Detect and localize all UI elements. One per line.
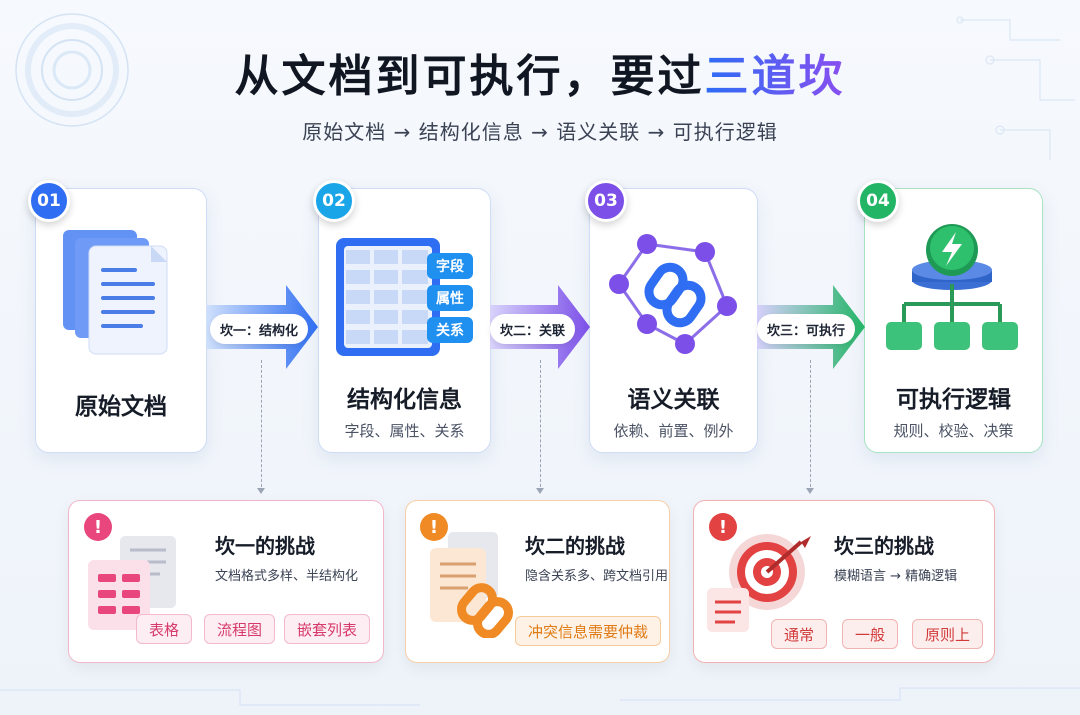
challenge-title-1: 坎一的挑战 <box>215 534 315 558</box>
step-desc-2: 字段、属性、关系 <box>344 422 465 440</box>
step-name-4: 可执行逻辑 <box>896 387 1011 413</box>
page-title: 从文档到可执行，要过三道坎 <box>234 51 846 102</box>
connector-2 <box>536 360 544 494</box>
warning-icon: ! <box>420 513 448 541</box>
chip-flowchart: 流程图 <box>204 614 276 644</box>
title-highlight: 三道坎 <box>704 51 846 102</box>
connector-1 <box>257 360 265 494</box>
challenge-desc-1: 文档格式多样、半结构化 <box>215 569 359 584</box>
tag-field: 字段 <box>427 253 473 279</box>
chip-generally: 一般 <box>842 619 899 649</box>
step-desc-4: 规则、校验、决策 <box>893 422 1014 440</box>
step-badge-3: 03 <box>585 180 627 222</box>
chip-in-principle: 原则上 <box>912 619 984 649</box>
tag-relation: 关系 <box>427 317 473 343</box>
chip-conflict-arbitration: 冲突信息需要仲裁 <box>515 616 662 646</box>
chip-usually: 通常 <box>771 619 828 649</box>
connector-3 <box>806 360 814 494</box>
chip-nested-list: 嵌套列表 <box>284 614 371 644</box>
tag-attribute: 属性 <box>427 285 473 311</box>
step-name-3: 语义关联 <box>627 387 720 413</box>
page-subtitle: 原始文档 → 结构化信息 → 语义关联 → 可执行逻辑 <box>302 120 778 144</box>
step-badge-1: 01 <box>28 180 70 222</box>
step-name-1: 原始文档 <box>75 394 167 420</box>
step-desc-3: 依赖、前置、例外 <box>613 422 734 440</box>
challenge-title-3: 坎三的挑战 <box>834 534 934 558</box>
challenge-desc-2: 隐含关系多、跨文档引用 <box>525 569 669 584</box>
arrow-label-1: 坎一：结构化 <box>210 314 309 344</box>
arrow-label-3: 坎三：可执行 <box>757 314 856 344</box>
challenge-desc-3: 模糊语言 → 精确逻辑 <box>834 569 958 584</box>
step-badge-4: 04 <box>857 180 899 222</box>
warning-icon: ! <box>84 513 112 541</box>
step-badge-2: 02 <box>313 180 355 222</box>
chip-table: 表格 <box>136 614 193 644</box>
warning-icon: ! <box>709 513 737 541</box>
step-name-2: 结构化信息 <box>347 387 462 413</box>
challenge-title-2: 坎二的挑战 <box>525 534 625 558</box>
arrow-label-2: 坎二：关联 <box>490 314 576 344</box>
